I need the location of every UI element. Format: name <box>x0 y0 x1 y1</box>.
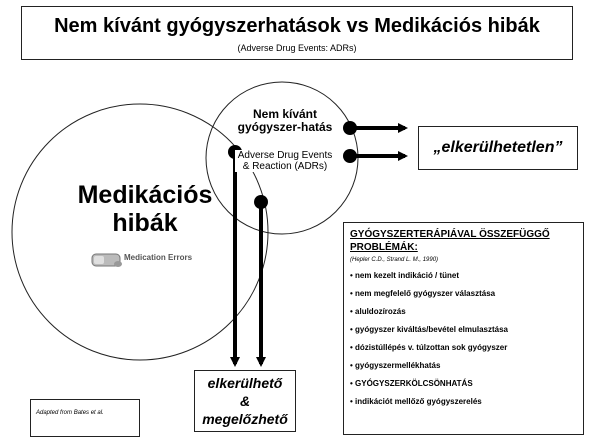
unavoidable-label: „elkerülhetetlen” <box>433 139 563 156</box>
avoidable-box: elkerülhető & megelőzhető <box>194 370 296 432</box>
credit-text: Adapted from Bates et al. <box>36 410 104 416</box>
credit-box: Adapted from Bates et al. <box>30 399 140 437</box>
problem-item: • GYÓGYSZERKÖLCSÖNHATÁS <box>350 379 473 388</box>
problem-item: • nem kezelt indikáció / tünet <box>350 271 460 280</box>
page-subtitle: (Adverse Drug Events: ADRs) <box>237 43 357 53</box>
problem-item: • indikációt mellőző gyógyszerelés <box>350 397 482 406</box>
problems-citation: (Hepler C.D., Strand L. M., 1990) <box>350 257 439 263</box>
problem-item: • gyógyszer kiváltás/bevétel elmulasztás… <box>350 325 508 334</box>
medication-errors-logo: Medication Errors <box>90 248 200 270</box>
problem-item: • dózistúllépés v. túlzottan sok gyógysz… <box>350 343 508 352</box>
medication-errors-circle <box>11 103 269 361</box>
logo-text: Medication Errors <box>124 253 193 262</box>
unavoidable-box: „elkerülhetetlen” <box>418 126 578 170</box>
pill-bottle-icon <box>91 253 122 267</box>
problem-item: • nem megfelelő gyógyszer választása <box>350 289 496 298</box>
avoidable-label-line2: & <box>239 393 251 409</box>
ade-label: Nem kívánt gyógyszer-hatás <box>235 108 335 134</box>
avoidable-label-line1: elkerülhető <box>207 375 283 391</box>
medication-errors-label: Medikációs hibák <box>77 181 213 237</box>
title-box: Nem kívánt gyógyszerhatások vs Medikáció… <box>21 6 573 60</box>
page-title: Nem kívánt gyógyszerhatások vs Medikáció… <box>54 15 540 37</box>
ade-sublabel: Adverse Drug Events & Reaction (ADRs) <box>235 150 335 172</box>
problem-item: • aluldozírozás <box>350 307 406 316</box>
avoidable-label-line3: megelőzhető <box>202 411 288 427</box>
problem-item: • gyógyszermellékhatás <box>350 361 441 370</box>
drug-therapy-problems-box: GYÓGYSZERTERÁPIÁVAL ÖSSZEFÜGGŐ PROBLÉMÁK… <box>343 222 584 435</box>
problems-heading: GYÓGYSZERTERÁPIÁVAL ÖSSZEFÜGGŐ PROBLÉMÁK… <box>350 229 550 253</box>
